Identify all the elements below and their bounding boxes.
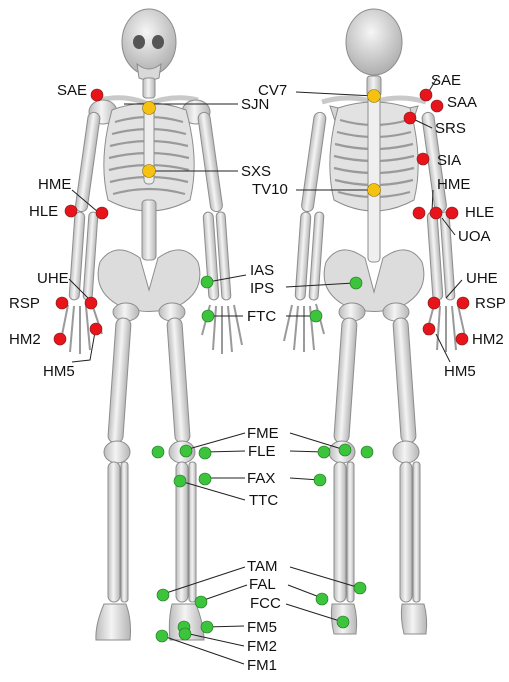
label-hm5-front: HM5 [43, 363, 75, 380]
marker-srs [404, 112, 416, 124]
label-sae-front: SAE [57, 82, 87, 99]
marker-uhe-back [428, 297, 440, 309]
marker-sia [417, 153, 429, 165]
marker-fcc [337, 616, 349, 628]
label-fcc: FCC [250, 595, 281, 612]
marker-hm5-front [90, 323, 102, 335]
marker-ips [350, 277, 362, 289]
marker-hle-back [446, 207, 458, 219]
label-hm5-back: HM5 [444, 363, 476, 380]
marker-saa [431, 100, 443, 112]
label-cv7: CV7 [258, 82, 287, 99]
marker-cv7 [368, 90, 381, 103]
label-uoa: UOA [458, 228, 491, 245]
marker-fax-back [361, 446, 373, 458]
marker-tam-back [354, 582, 366, 594]
label-fm5: FM5 [247, 619, 277, 636]
label-uhe-front: UHE [37, 270, 69, 287]
marker-fle-back [318, 446, 330, 458]
marker-rsp-front [56, 297, 68, 309]
marker-sxs [143, 165, 156, 178]
marker-ftc-back [310, 310, 322, 322]
label-fme: FME [247, 425, 279, 442]
marker-uhe-front [85, 297, 97, 309]
marker-rsp-back [457, 297, 469, 309]
marker-tv10 [368, 184, 381, 197]
marker-sae-front [91, 89, 103, 101]
back-skull [346, 9, 402, 75]
label-fle: FLE [248, 443, 276, 460]
marker-uoa [430, 207, 442, 219]
label-sxs: SXS [241, 163, 271, 180]
marker-fm1 [156, 630, 168, 642]
marker-ias [201, 276, 213, 288]
label-hle-back: HLE [465, 204, 494, 221]
label-sae-back: SAE [431, 72, 461, 89]
marker-fax-front [199, 447, 211, 459]
label-ips: IPS [250, 280, 274, 297]
marker-fm2 [179, 628, 191, 640]
marker-hme-front [96, 207, 108, 219]
label-fm2: FM2 [247, 638, 277, 655]
marker-fax-front-lower [199, 473, 211, 485]
label-hm2-front: HM2 [9, 331, 41, 348]
label-fal: FAL [249, 576, 276, 593]
label-hme-back: HME [437, 176, 470, 193]
label-ttc: TTC [249, 492, 278, 509]
label-hme-front: HME [38, 176, 71, 193]
label-hm2-back: HM2 [472, 331, 504, 348]
marker-hme-back [413, 207, 425, 219]
label-fm1: FM1 [247, 657, 277, 674]
marker-sjn [143, 102, 156, 115]
label-uhe-back: UHE [466, 270, 498, 287]
marker-fal-back [316, 593, 328, 605]
label-sia: SIA [437, 152, 461, 169]
marker-fal-front [195, 596, 207, 608]
marker-hm5-back [423, 323, 435, 335]
label-saa: SAA [447, 94, 477, 111]
label-tam: TAM [247, 558, 278, 575]
label-fax: FAX [247, 470, 275, 487]
marker-hm2-front [54, 333, 66, 345]
label-hle-front: HLE [29, 203, 58, 220]
marker-fme-back [339, 444, 351, 456]
front-skull [122, 9, 176, 75]
marker-fm5 [201, 621, 213, 633]
marker-ttc [174, 475, 186, 487]
marker-fax-back-lower [314, 474, 326, 486]
marker-ftc-front [202, 310, 214, 322]
label-srs: SRS [435, 120, 466, 137]
marker-sae-back [420, 89, 432, 101]
label-rsp-back: RSP [475, 295, 506, 312]
marker-fle-front [180, 445, 192, 457]
marker-hle-front [65, 205, 77, 217]
label-tv10: TV10 [252, 181, 288, 198]
label-ftc: FTC [247, 308, 276, 325]
label-rsp-front: RSP [9, 295, 40, 312]
marker-tam-front [157, 589, 169, 601]
label-ias: IAS [250, 262, 274, 279]
marker-fme-front [152, 446, 164, 458]
marker-hm2-back [456, 333, 468, 345]
